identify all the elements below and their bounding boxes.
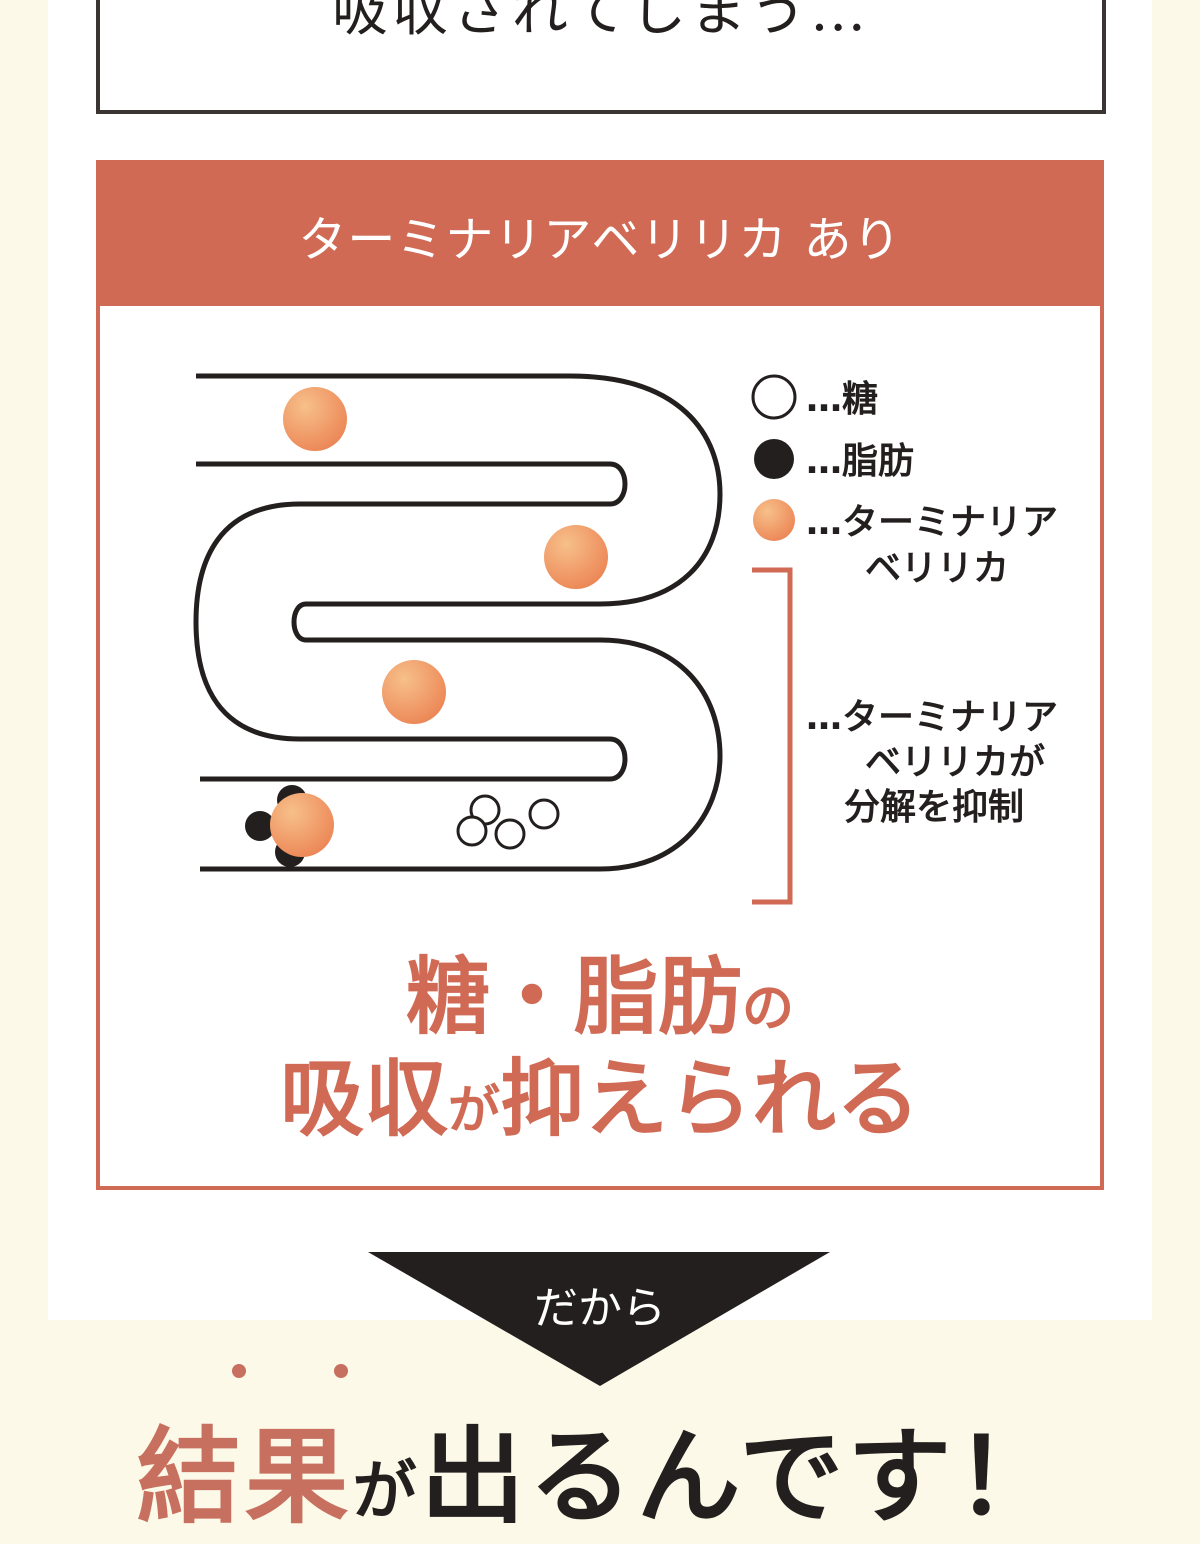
headline-particle-ga: が — [447, 1080, 500, 1141]
headline-sugar-fat: 糖・脂肪 — [405, 947, 742, 1046]
bracket-note-line-1: …ターミナリア — [806, 697, 1058, 738]
headline-suppressed: 抑えられる — [500, 1049, 921, 1148]
sugar-particle — [456, 815, 488, 847]
terminalia-particle — [270, 793, 334, 857]
intestine-inner-wall — [193, 461, 628, 782]
legend-sugar-icon — [751, 374, 797, 420]
terminalia-particle — [283, 387, 347, 451]
comparison-card: ターミナリアベリリカ あり …糖 …脂肪 …ターミナリ — [96, 160, 1104, 1190]
emphasis-dot — [334, 1364, 348, 1378]
bracket — [752, 567, 793, 905]
legend-terminalia-label-2: ベリリカ — [865, 548, 1009, 589]
legend-terminalia-icon — [753, 499, 795, 541]
card-header: ターミナリアベリリカ あり — [100, 164, 1100, 306]
result-accent-text: 結果 — [136, 1415, 353, 1538]
top-message-text: 吸収されてしまう… — [331, 0, 871, 44]
headline-particle-no: の — [742, 978, 795, 1039]
emphasis-dot — [232, 1364, 246, 1378]
legend-terminalia-label-1: …ターミナリア — [806, 502, 1058, 543]
result-particle: が — [352, 1454, 421, 1529]
arrow-label: だから — [534, 1283, 666, 1334]
result-message: 結果が出るんです！ — [0, 1392, 1200, 1543]
down-arrow — [368, 1252, 830, 1386]
legend-fat-label: …脂肪 — [806, 441, 914, 482]
sugar-particle — [528, 798, 560, 830]
headline-line-1: 糖・脂肪の — [0, 930, 1200, 1051]
terminalia-particle — [382, 660, 446, 724]
intestine-diagram: …糖 …脂肪 …ターミナリア ベリリカ …ターミナリア ベリリカが 分解を抑制 — [193, 373, 1058, 905]
terminalia-particle — [544, 525, 608, 589]
headline-line-2: 吸収が抑えられる — [0, 1032, 1200, 1153]
bracket-note-line-2: ベリリカが — [865, 742, 1045, 783]
result-rest-text: 出るんです！ — [420, 1415, 1064, 1538]
legend-sugar-label: …糖 — [806, 379, 878, 420]
bracket-note-line-3: 分解を抑制 — [844, 787, 1024, 828]
sugar-particle — [494, 818, 526, 850]
legend-fat-icon — [754, 439, 794, 479]
intestine-outer-wall — [196, 373, 723, 872]
headline-absorption: 吸収 — [279, 1049, 448, 1148]
fat-particle — [245, 811, 275, 841]
top-message-box: 吸収されてしまう… — [96, 0, 1106, 114]
